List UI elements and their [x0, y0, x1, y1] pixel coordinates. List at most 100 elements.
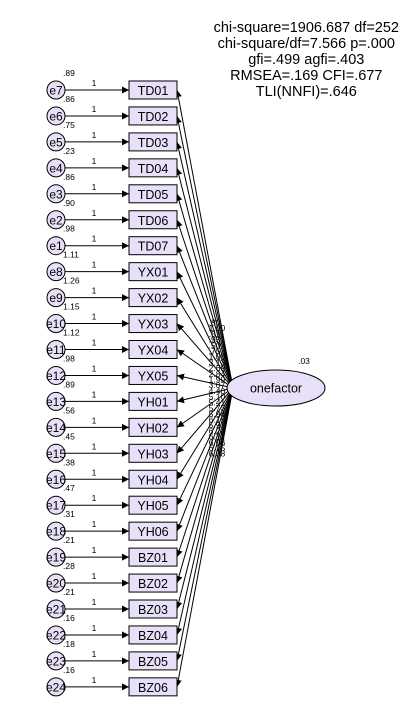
fit-stat-gfi: gfi=.499 agfi=.403	[248, 52, 365, 68]
latent-factor[interactable]: onefactor .03	[226, 356, 326, 407]
fixed-path-label: 1	[92, 208, 97, 218]
error-variance-label: .21	[63, 587, 75, 597]
fixed-path-label: 1	[92, 104, 97, 114]
error-variance-label: .98	[63, 353, 75, 363]
loading-arrow	[175, 387, 234, 558]
indicator-box[interactable]	[128, 469, 178, 489]
fixed-path-label: 1	[92, 389, 97, 399]
loading-arrow	[176, 387, 234, 454]
loading-label: 6.38	[209, 449, 226, 459]
indicator-box[interactable]	[128, 599, 178, 619]
error-variance-label: .98	[63, 224, 75, 234]
indicator-box[interactable]	[128, 573, 178, 593]
indicator-box[interactable]	[128, 80, 178, 100]
error-variance-label: .86	[63, 172, 75, 182]
loading-arrow	[176, 387, 234, 480]
indicator-box[interactable]	[128, 365, 178, 385]
fixed-path-label: 1	[92, 234, 97, 244]
error-variance-label: 1.11	[63, 250, 79, 260]
indicator-box[interactable]	[128, 625, 178, 645]
indicator-box[interactable]	[128, 288, 178, 308]
fixed-path-label: 1	[92, 519, 97, 529]
indicator-box[interactable]	[128, 132, 178, 152]
fit-stat-chi-square: chi-square=1906.687 df=252	[213, 20, 399, 36]
factor-variance: .03	[298, 356, 310, 366]
fixed-path-label: 1	[92, 649, 97, 659]
error-label: e18	[46, 525, 66, 539]
fixed-path-label: 1	[92, 286, 97, 296]
error-variance-label: .31	[63, 509, 75, 519]
loading-arrow	[175, 193, 234, 389]
error-variance-label: .28	[63, 561, 75, 571]
indicator-label: YX03	[138, 318, 169, 332]
fixed-path-label: 1	[92, 338, 97, 348]
indicator-label: TD03	[138, 136, 169, 150]
fixed-path-label: 1	[92, 130, 97, 140]
indicator-label: YX04	[138, 344, 169, 358]
indicator-box[interactable]	[128, 158, 178, 178]
indicator-label: YX01	[138, 266, 169, 280]
fixed-path-label: 1	[92, 545, 97, 555]
fixed-path-label: 1	[92, 260, 97, 270]
loading-arrow	[176, 297, 234, 389]
loading-arrow	[175, 387, 234, 584]
error-label: e15	[46, 447, 66, 461]
indicator-label: YH03	[137, 447, 168, 461]
indicator-box[interactable]	[128, 210, 178, 230]
loading-arrow	[176, 245, 234, 389]
error-label: e20	[46, 577, 66, 591]
indicator-box[interactable]	[128, 677, 178, 697]
loading-label: 4.40	[209, 386, 226, 396]
indicator-label: BZ02	[138, 577, 168, 591]
loading-label: .50	[209, 340, 221, 350]
loading-arrow	[176, 373, 234, 389]
indicator-box[interactable]	[128, 340, 178, 359]
error-variance-label: .56	[63, 405, 75, 415]
indicator-box[interactable]	[128, 262, 178, 282]
fixed-path-label: 1	[92, 182, 97, 192]
error-label: e4	[49, 161, 63, 175]
error-label: e2	[49, 213, 63, 227]
error-label: e19	[46, 551, 66, 565]
indicator-box[interactable]	[128, 106, 178, 126]
indicator-box[interactable]	[128, 391, 178, 411]
loading-label: .80	[209, 317, 221, 327]
error-label: e8	[49, 265, 63, 279]
indicator-box[interactable]	[128, 443, 178, 463]
indicator-box[interactable]	[128, 417, 178, 437]
indicator-box[interactable]	[128, 236, 178, 256]
loading-label: 6.24	[209, 426, 226, 436]
fixed-path-label: 1	[92, 363, 97, 373]
loading-arrow	[176, 349, 234, 389]
error-label: e24	[46, 680, 66, 694]
loading-arrow	[174, 89, 234, 389]
indicator-label: TD05	[138, 188, 169, 202]
loading-arrow	[174, 387, 234, 662]
indicator-box[interactable]	[128, 547, 178, 567]
error-label: e10	[46, 317, 66, 331]
indicator-label: YH02	[137, 421, 168, 435]
loading-label: .93	[209, 335, 221, 345]
indicator-box[interactable]	[128, 495, 178, 515]
indicator-box[interactable]	[128, 521, 178, 541]
fixed-path-label: 1	[92, 156, 97, 166]
indicator-box[interactable]	[128, 651, 178, 671]
indicator-box[interactable]	[128, 184, 178, 204]
factor-ellipse[interactable]	[226, 369, 326, 407]
fixed-path-label: 1	[92, 441, 97, 451]
indicator-label: YX02	[138, 292, 169, 306]
indicator-label: TD06	[138, 214, 169, 228]
indicator-box[interactable]	[128, 314, 178, 334]
indicator-label: YH04	[137, 473, 168, 487]
error-variance-label: .75	[63, 120, 75, 130]
